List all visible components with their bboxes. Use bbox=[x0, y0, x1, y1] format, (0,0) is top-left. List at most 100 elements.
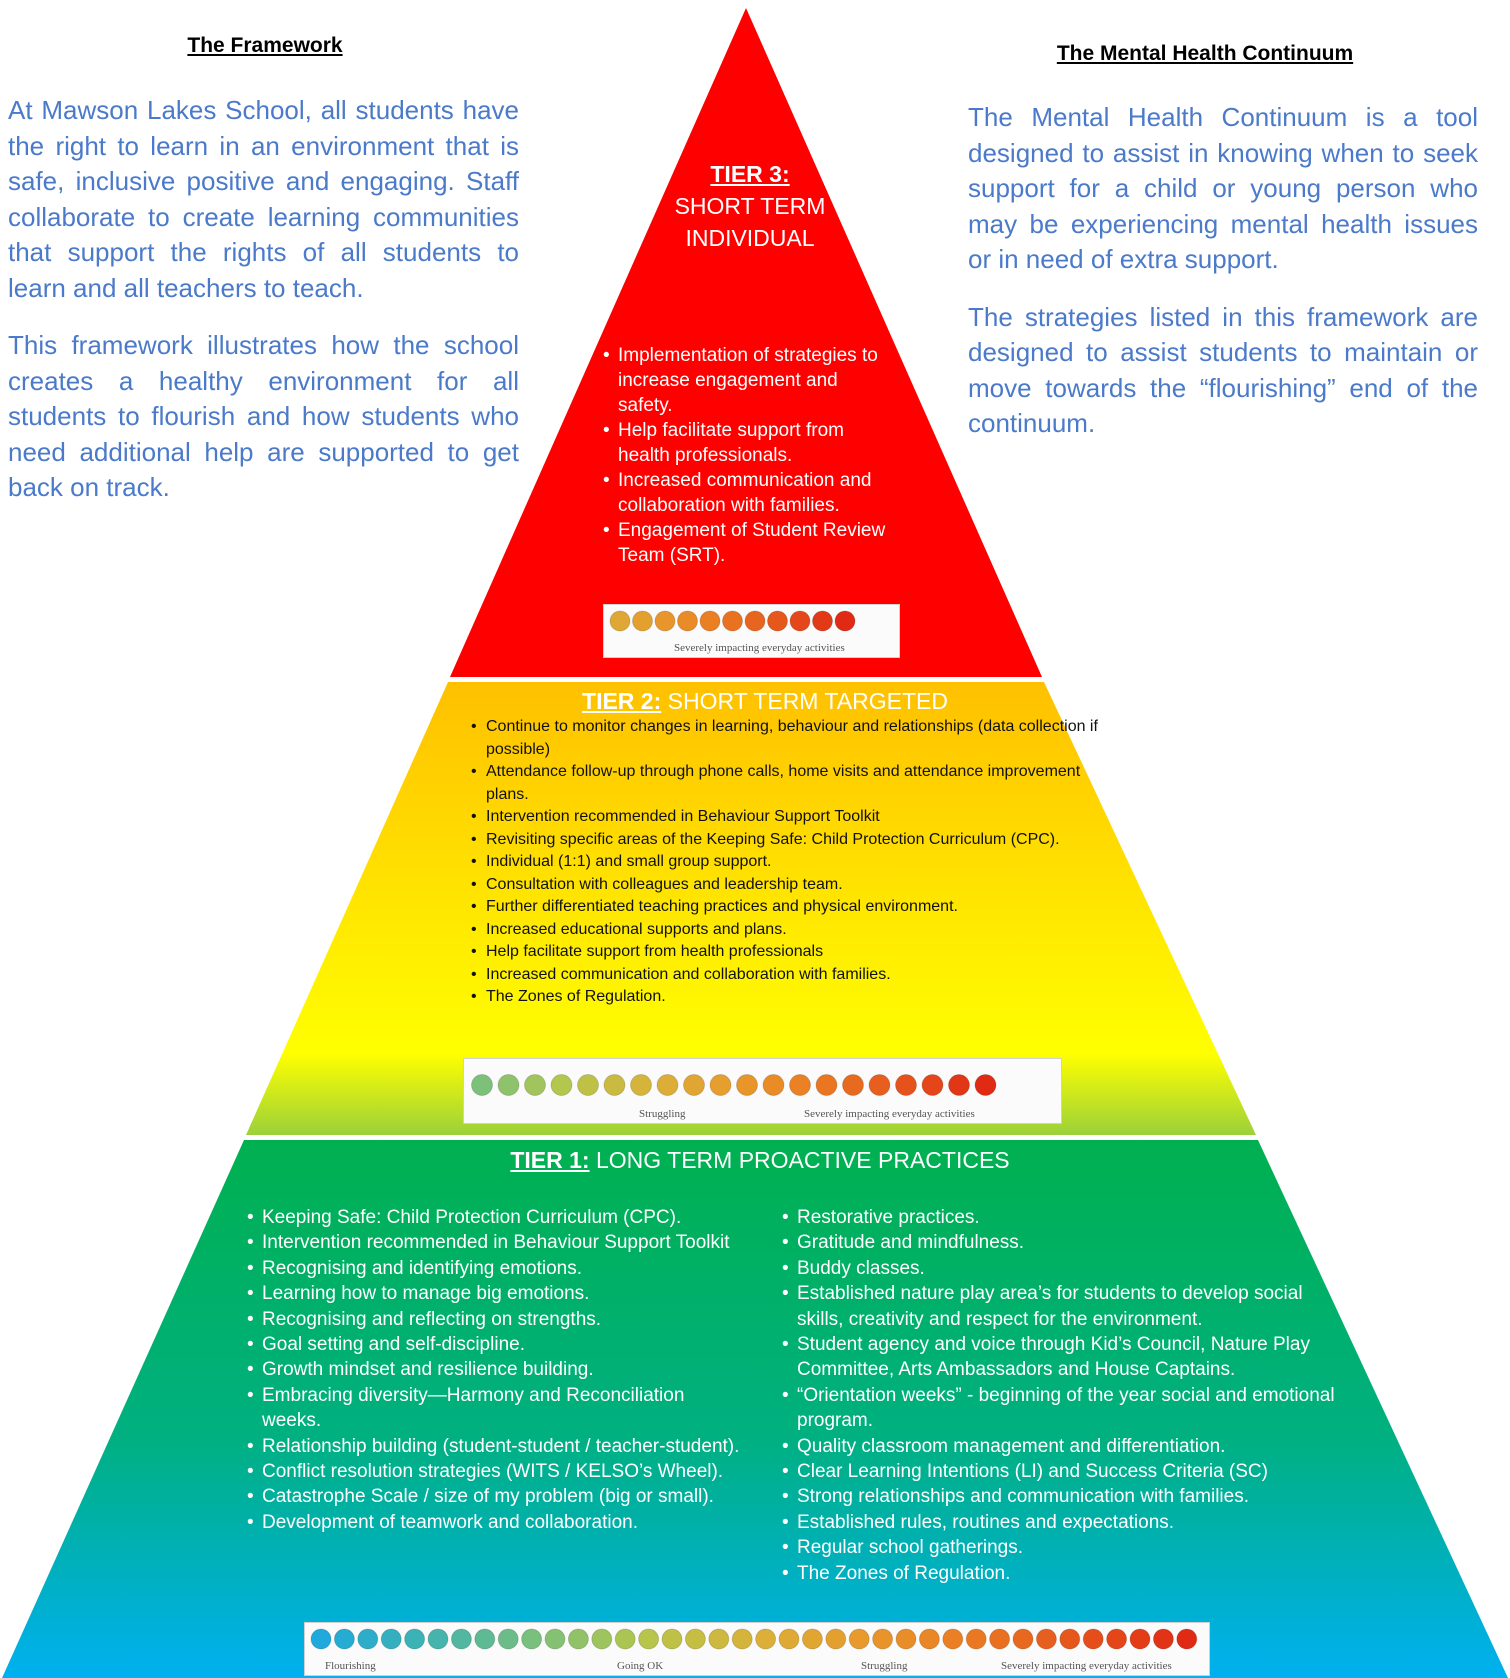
tier3-line2: INDIVIDUAL bbox=[685, 225, 815, 251]
tier2-scale-dots bbox=[471, 1074, 997, 1096]
scale-dot bbox=[450, 1628, 472, 1650]
scale-dot bbox=[812, 610, 833, 632]
scale-dot bbox=[524, 1074, 546, 1096]
scale-dot bbox=[699, 610, 721, 632]
scale-dot bbox=[789, 610, 811, 632]
scale-dot bbox=[1152, 1628, 1174, 1650]
tier2: TIER 2: SHORT TERM TARGETED bbox=[455, 687, 1075, 715]
scale-dot bbox=[736, 1074, 758, 1096]
list-item: Catastrophe Scale / size of my problem (… bbox=[247, 1484, 740, 1510]
list-item: Help facilitate support from health prof… bbox=[471, 941, 1104, 964]
tier1-title: TIER 1: LONG TERM PROACTIVE PRACTICES bbox=[420, 1146, 1100, 1174]
scale-dot bbox=[591, 1628, 613, 1650]
framework-heading: The Framework bbox=[187, 34, 343, 57]
scale-dot bbox=[656, 1074, 679, 1096]
scale-dot bbox=[789, 1074, 811, 1096]
scale-dot bbox=[848, 1628, 870, 1650]
scale-dot bbox=[1129, 1628, 1151, 1650]
list-item: Established nature play area’s for stude… bbox=[782, 1281, 1335, 1332]
tier2-title: TIER 2: SHORT TERM TARGETED bbox=[455, 687, 1075, 715]
framework-paragraph-1: At Mawson Lakes School, all students hav… bbox=[8, 95, 519, 303]
scale-dot bbox=[638, 1628, 660, 1650]
scale-dot bbox=[767, 610, 788, 632]
scale-dot bbox=[989, 1628, 1011, 1650]
tier2-strategies: Continue to monitor changes in learning,… bbox=[464, 716, 1104, 1009]
tier1-strategies-right: Restorative practices. Gratitude and min… bbox=[775, 1205, 1335, 1587]
list-item: Buddy classes. bbox=[782, 1256, 1335, 1282]
tier2-continuum-scale: Struggling Severely impacting everyday a… bbox=[463, 1058, 1062, 1124]
scale-dot bbox=[632, 610, 653, 632]
scale-dot bbox=[654, 610, 676, 632]
list-item: Further differentiated teaching practice… bbox=[471, 896, 1104, 919]
scale-dot bbox=[474, 1628, 496, 1650]
scale-dot bbox=[427, 1628, 449, 1650]
scale-dot bbox=[544, 1628, 566, 1650]
list-item: Intervention recommended in Behaviour Su… bbox=[471, 806, 1104, 829]
list-item: Keeping Safe: Child Protection Curriculu… bbox=[247, 1205, 740, 1231]
list-item: Increased educational supports and plans… bbox=[471, 919, 1104, 942]
list-item: Increased communication and collaboratio… bbox=[603, 468, 896, 518]
scale-dot bbox=[722, 610, 743, 632]
tier1-continuum-scale: Flourishing Going OK Struggling Severely… bbox=[304, 1622, 1210, 1676]
scale-dot bbox=[550, 1074, 573, 1096]
list-item: Revisiting specific areas of the Keeping… bbox=[471, 829, 1104, 852]
scale-dot bbox=[609, 610, 631, 632]
scale-dot bbox=[471, 1074, 493, 1096]
scale-dot bbox=[778, 1628, 800, 1650]
list-item: Conflict resolution strategies (WITS / K… bbox=[247, 1459, 740, 1485]
tier3-continuum-scale: Severely impacting everyday activities bbox=[603, 604, 900, 658]
continuum-heading: The Mental Health Continuum bbox=[1056, 42, 1354, 65]
list-item: Learning how to manage big emotions. bbox=[247, 1281, 740, 1307]
list-item: Implementation of strategies to increase… bbox=[603, 343, 896, 418]
list-item: Continue to monitor changes in learning,… bbox=[471, 716, 1104, 761]
tier3-title: TIER 3: SHORT TERM INDIVIDUAL bbox=[600, 158, 900, 254]
scale-dot bbox=[834, 610, 856, 632]
scale-dot bbox=[614, 1628, 636, 1650]
scale-dot bbox=[895, 1628, 917, 1650]
scale-dot bbox=[868, 1074, 891, 1096]
continuum-paragraph-1: The Mental Health Continuum is a tool de… bbox=[968, 102, 1478, 274]
list-item: The Zones of Regulation. bbox=[471, 986, 1104, 1009]
list-item: Consultation with colleagues and leaders… bbox=[471, 874, 1104, 897]
scale-dot bbox=[497, 1628, 519, 1650]
tier1-list-left: Keeping Safe: Child Protection Curriculu… bbox=[240, 1205, 740, 1536]
scale-dot bbox=[825, 1628, 847, 1650]
scale-dot bbox=[744, 610, 766, 632]
tier2-label: TIER 2: bbox=[582, 688, 662, 714]
list-item: Goal setting and self-discipline. bbox=[247, 1332, 740, 1358]
scale-dot bbox=[948, 1074, 970, 1096]
list-item: Attendance follow-up through phone calls… bbox=[471, 761, 1104, 806]
tier3-label: TIER 3: bbox=[710, 161, 790, 187]
list-item: Intervention recommended in Behaviour Su… bbox=[247, 1230, 740, 1256]
list-item: Individual (1:1) and small group support… bbox=[471, 851, 1104, 874]
scale-dot bbox=[333, 1628, 355, 1650]
scale-label-severe: Severely impacting everyday activities bbox=[674, 642, 845, 654]
tier1-heading: LONG TERM PROACTIVE PRACTICES bbox=[595, 1147, 1010, 1173]
scale-dot bbox=[684, 1628, 706, 1650]
list-item: Gratitude and mindfulness. bbox=[782, 1230, 1335, 1256]
scale-label-struggling: Struggling bbox=[639, 1108, 686, 1120]
scale-dot bbox=[630, 1074, 652, 1096]
tier2-list: Continue to monitor changes in learning,… bbox=[464, 716, 1104, 1009]
scale-dot bbox=[577, 1074, 599, 1096]
continuum-paragraph-2: The strategies listed in this framework … bbox=[968, 301, 1478, 439]
scale-label-going-ok: Going OK bbox=[617, 1660, 664, 1672]
list-item: Relationship building (student-student /… bbox=[247, 1434, 740, 1460]
tier3-line1: SHORT TERM bbox=[674, 193, 826, 219]
tier3: TIER 3: SHORT TERM INDIVIDUAL bbox=[600, 158, 900, 254]
list-item: Growth mindset and resilience building. bbox=[247, 1357, 740, 1383]
scale-dot bbox=[683, 1074, 705, 1096]
scale-dot bbox=[521, 1628, 543, 1650]
scale-dot bbox=[404, 1628, 426, 1650]
list-item: Development of teamwork and collaboratio… bbox=[247, 1510, 740, 1536]
scale-dot bbox=[497, 1074, 520, 1096]
framework-text: At Mawson Lakes School, all students hav… bbox=[8, 93, 519, 528]
list-item: “Orientation weeks” - beginning of the y… bbox=[782, 1383, 1335, 1434]
tier1-strategies-left: Keeping Safe: Child Protection Curriculu… bbox=[240, 1205, 740, 1536]
continuum-text: The Mental Health Continuum is a tool de… bbox=[968, 100, 1478, 464]
tier1-label: TIER 1: bbox=[510, 1147, 590, 1173]
list-item: The Zones of Regulation. bbox=[782, 1561, 1335, 1587]
list-item: Recognising and reflecting on strengths. bbox=[247, 1307, 740, 1333]
list-item: Recognising and identifying emotions. bbox=[247, 1256, 740, 1282]
list-item: Clear Learning Intentions (LI) and Succe… bbox=[782, 1459, 1335, 1485]
